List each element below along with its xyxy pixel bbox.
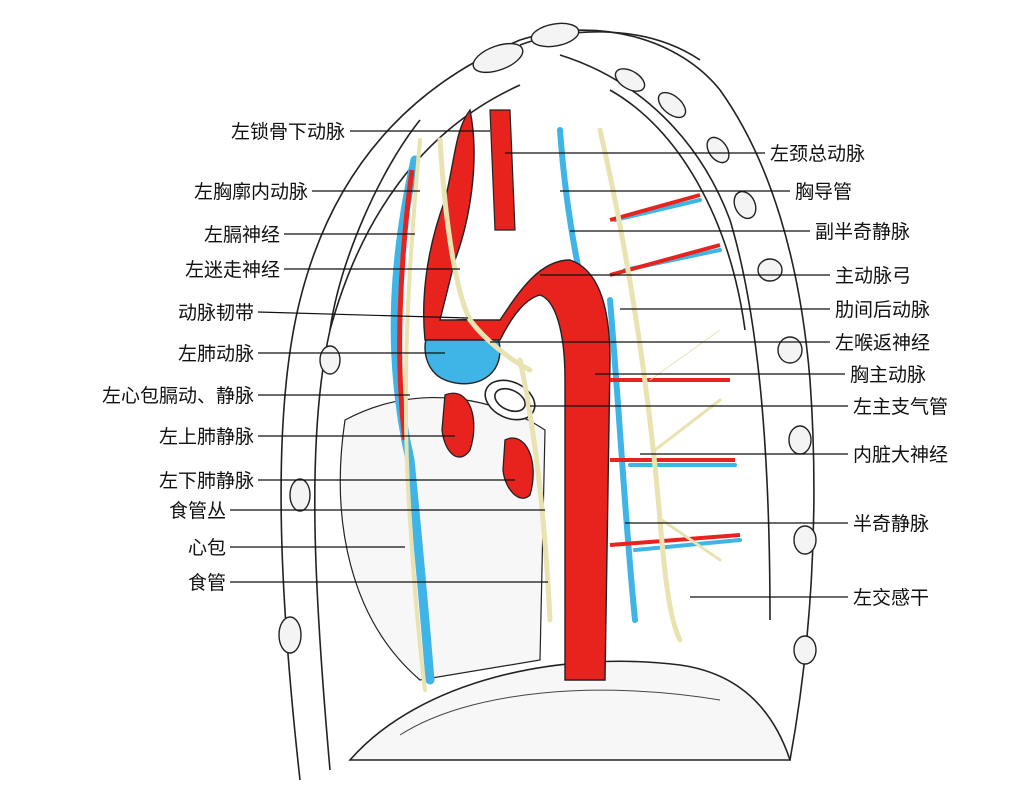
label-greater-splanchnic-nerve: 内脏大神经 [853, 444, 948, 466]
arteries [397, 108, 741, 681]
label-ligamentum-arteriosum: 动脉韧带 [178, 302, 254, 324]
label-left-phrenic-nerve: 左膈神经 [204, 224, 280, 246]
label-esophagus: 食管 [188, 572, 226, 594]
label-left-vagus-nerve: 左迷走神经 [185, 259, 280, 281]
thoracic-wall [280, 29, 815, 781]
left-main-bronchus-shape [484, 379, 536, 421]
right-labels: 左颈总动脉 胸导管 副半奇静脉 主动脉弓 肋间后动脉 左喉返神经 胸主动脉 左主… [770, 143, 948, 609]
label-esophageal-plexus: 食管丛 [169, 500, 226, 522]
leader-lines [230, 130, 848, 598]
label-left-sympathetic-trunk: 左交感干 [853, 587, 929, 609]
label-pericardiacophrenic-vessels: 左心包膈动、静脉 [102, 385, 254, 407]
left-labels: 左锁骨下动脉 左胸廓内动脉 左膈神经 左迷走神经 动脉韧带 左肺动脉 左心包膈动… [102, 121, 345, 594]
label-accessory-hemiazygos-vein: 副半奇静脉 [815, 221, 910, 243]
label-left-inferior-pulmonary-vein: 左下肺静脉 [159, 470, 254, 492]
label-aortic-arch: 主动脉弓 [835, 265, 911, 287]
label-thoracic-duct: 胸导管 [795, 181, 852, 203]
label-pericardium: 心包 [188, 537, 226, 559]
diaphragm [348, 660, 792, 761]
label-left-internal-thoracic-artery: 左胸廓内动脉 [194, 181, 308, 203]
label-left-superior-pulmonary-vein: 左上肺静脉 [159, 426, 254, 448]
label-left-subclavian-artery: 左锁骨下动脉 [231, 121, 345, 143]
label-left-pulmonary-artery: 左肺动脉 [178, 343, 254, 365]
label-left-main-bronchus: 左主支气管 [853, 396, 948, 418]
label-thoracic-aorta: 胸主动脉 [850, 364, 926, 386]
label-hemiazygos-vein: 半奇静脉 [853, 513, 929, 535]
label-left-common-carotid-artery: 左颈总动脉 [770, 143, 865, 165]
label-left-recurrent-laryngeal-nerve: 左喉返神经 [835, 332, 930, 354]
label-posterior-intercostal-artery: 肋间后动脉 [835, 299, 930, 321]
